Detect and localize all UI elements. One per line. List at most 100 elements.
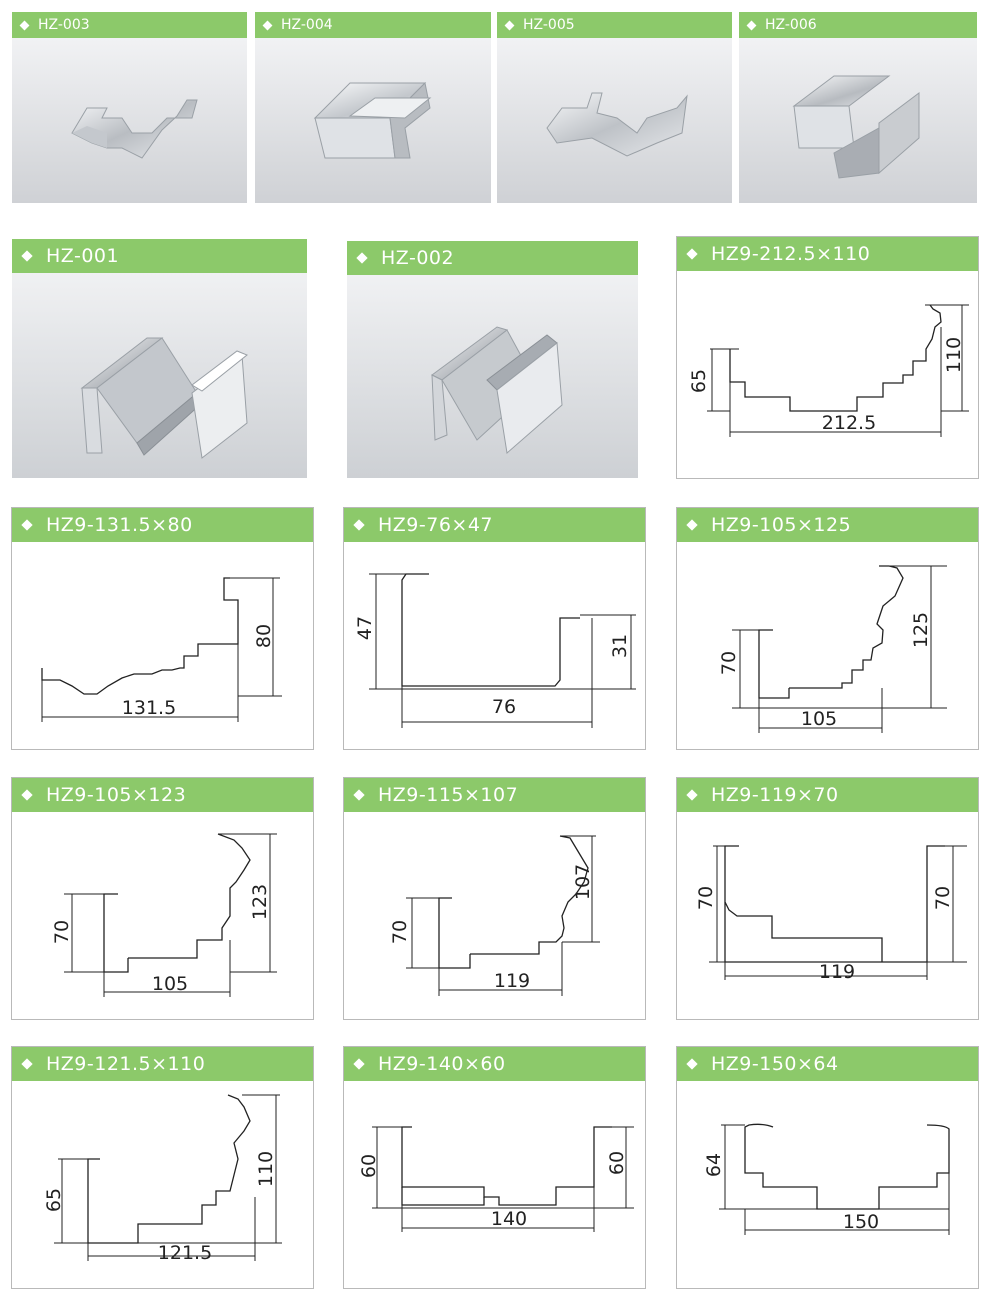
card-header: HZ9-105×125 bbox=[677, 508, 978, 542]
profile-diagram: 65 110 212.5 bbox=[688, 304, 969, 437]
dimension-label: 70 bbox=[389, 920, 411, 944]
profile-diagram: 60 60 140 bbox=[358, 1126, 634, 1232]
diamond-bullet-icon bbox=[686, 248, 698, 260]
gutter-photo bbox=[255, 38, 491, 203]
card-header: HZ9-105×123 bbox=[12, 778, 313, 812]
card-title: HZ9-140×60 bbox=[378, 1053, 506, 1075]
profile-diagram: 64 150 bbox=[703, 1123, 950, 1235]
diamond-bullet-icon bbox=[21, 789, 33, 801]
diamond-bullet-icon bbox=[746, 20, 757, 30]
dimension-label: 131.5 bbox=[122, 697, 176, 719]
card-header: HZ-004 bbox=[255, 12, 491, 38]
profile-card-115x107: HZ9-115×107 70 107 119 bbox=[343, 777, 646, 1020]
card-header: HZ9-140×60 bbox=[344, 1047, 645, 1081]
diamond-bullet-icon bbox=[686, 1058, 698, 1070]
profile-diagram: 70 125 105 bbox=[718, 565, 947, 733]
photo-card-hz006: HZ-006 bbox=[739, 12, 977, 203]
card-title: HZ-002 bbox=[381, 247, 455, 269]
card-header: HZ9-119×70 bbox=[677, 778, 978, 812]
profile-card-150x64: HZ9-150×64 64 150 bbox=[676, 1046, 979, 1289]
card-title: HZ9-105×123 bbox=[46, 784, 187, 806]
dimension-label: 70 bbox=[695, 886, 717, 910]
profile-card-105x125: HZ9-105×125 70 125 105 bbox=[676, 507, 979, 750]
diamond-bullet-icon bbox=[19, 20, 30, 30]
card-header: HZ-006 bbox=[739, 12, 977, 38]
profile-card-140x60: HZ9-140×60 60 60 140 bbox=[343, 1046, 646, 1289]
card-header: HZ9-150×64 bbox=[677, 1047, 978, 1081]
diamond-bullet-icon bbox=[353, 789, 365, 801]
dimension-label: 110 bbox=[943, 337, 965, 373]
dimension-label: 125 bbox=[910, 612, 932, 648]
dimension-label: 70 bbox=[718, 651, 740, 675]
dimension-label: 60 bbox=[606, 1151, 628, 1175]
card-header: HZ-001 bbox=[12, 239, 307, 273]
gutter-photo bbox=[12, 38, 247, 203]
dimension-label: 105 bbox=[801, 708, 837, 730]
dimension-label: 47 bbox=[354, 616, 376, 640]
profile-card-131-5x80: HZ9-131.5×80 80 131.5 bbox=[11, 507, 314, 750]
dimension-label: 121.5 bbox=[158, 1242, 212, 1264]
diamond-bullet-icon bbox=[21, 519, 33, 531]
photo-card-hz004: HZ-004 bbox=[255, 12, 491, 203]
gutter-photo bbox=[497, 38, 732, 203]
profile-card-105x123: HZ9-105×123 70 123 105 bbox=[11, 777, 314, 1020]
card-title: HZ9-119×70 bbox=[711, 784, 839, 806]
diamond-bullet-icon bbox=[353, 519, 365, 531]
dimension-label: 80 bbox=[253, 624, 275, 648]
diamond-bullet-icon bbox=[21, 1058, 33, 1070]
card-header: HZ-003 bbox=[12, 12, 247, 38]
card-title: HZ9-121.5×110 bbox=[46, 1053, 206, 1075]
card-header: HZ9-212.5×110 bbox=[677, 237, 978, 271]
profile-card-121-5x110: HZ9-121.5×110 65 110 121.5 bbox=[11, 1046, 314, 1289]
profile-card-119x70: HZ9-119×70 70 70 119 bbox=[676, 777, 979, 1020]
diamond-bullet-icon bbox=[686, 519, 698, 531]
dimension-label: 107 bbox=[572, 864, 594, 900]
dimension-label: 140 bbox=[491, 1208, 527, 1230]
card-header: HZ9-121.5×110 bbox=[12, 1047, 313, 1081]
card-title: HZ-004 bbox=[281, 17, 333, 33]
card-title: HZ-001 bbox=[46, 245, 120, 267]
card-title: HZ9-212.5×110 bbox=[711, 243, 871, 265]
gutter-photo bbox=[12, 273, 307, 478]
card-header: HZ9-131.5×80 bbox=[12, 508, 313, 542]
diamond-bullet-icon bbox=[21, 250, 33, 262]
profile-diagram: 70 107 119 bbox=[389, 835, 600, 996]
card-title: HZ9-76×47 bbox=[378, 514, 494, 536]
dimension-label: 110 bbox=[255, 1151, 277, 1187]
dimension-label: 119 bbox=[494, 970, 530, 992]
dimension-label: 150 bbox=[843, 1211, 879, 1233]
diamond-bullet-icon bbox=[356, 252, 368, 264]
card-title: HZ9-150×64 bbox=[711, 1053, 839, 1075]
dimension-label: 119 bbox=[819, 961, 855, 983]
profile-card-212-5x110: HZ9-212.5×110 65 110 212.5 bbox=[676, 236, 979, 479]
gutter-photo bbox=[739, 38, 977, 203]
card-header: HZ-002 bbox=[347, 241, 638, 275]
photo-card-hz005: HZ-005 bbox=[497, 12, 732, 203]
diamond-bullet-icon bbox=[504, 20, 515, 30]
profile-diagram: 65 110 121.5 bbox=[43, 1094, 282, 1264]
profile-diagram: 80 131.5 bbox=[41, 577, 282, 722]
dimension-label: 65 bbox=[43, 1188, 65, 1212]
diamond-bullet-icon bbox=[686, 789, 698, 801]
card-title: HZ9-105×125 bbox=[711, 514, 852, 536]
dimension-label: 31 bbox=[609, 634, 631, 658]
diamond-bullet-icon bbox=[353, 1058, 365, 1070]
card-title: HZ9-115×107 bbox=[378, 784, 519, 806]
card-title: HZ-003 bbox=[38, 17, 90, 33]
profile-card-76x47: HZ9-76×47 47 31 76 bbox=[343, 507, 646, 750]
photo-card-hz002: HZ-002 bbox=[347, 241, 638, 478]
dimension-label: 212.5 bbox=[822, 412, 876, 434]
dimension-label: 105 bbox=[152, 973, 188, 995]
photo-card-hz003: HZ-003 bbox=[12, 12, 247, 203]
dimension-label: 76 bbox=[492, 696, 516, 718]
profile-diagram: 70 70 119 bbox=[695, 845, 967, 983]
card-header: HZ9-115×107 bbox=[344, 778, 645, 812]
diamond-bullet-icon bbox=[262, 20, 273, 30]
dimension-label: 123 bbox=[249, 884, 271, 920]
dimension-label: 60 bbox=[358, 1154, 380, 1178]
photo-card-hz001: HZ-001 bbox=[12, 239, 307, 478]
card-header: HZ-005 bbox=[497, 12, 732, 38]
gutter-photo bbox=[347, 275, 638, 478]
dimension-label: 64 bbox=[703, 1153, 725, 1177]
card-header: HZ9-76×47 bbox=[344, 508, 645, 542]
